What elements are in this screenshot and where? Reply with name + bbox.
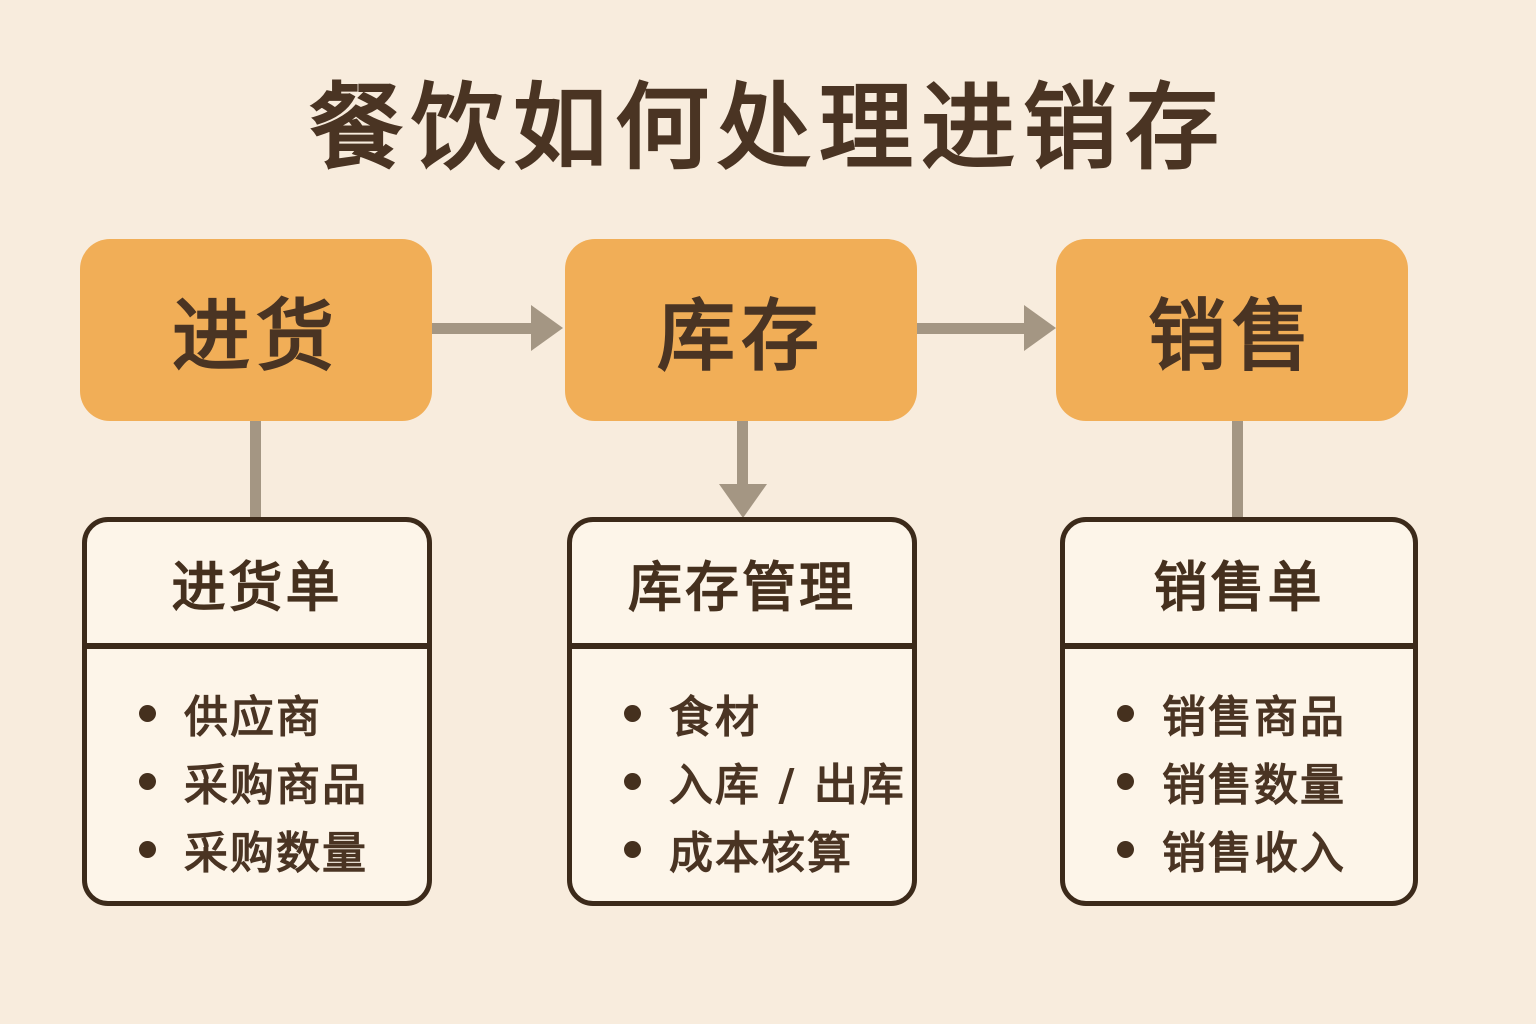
list-item-label: 销售数量 [1162, 760, 1346, 811]
divider [87, 643, 427, 649]
bullet-icon [624, 704, 641, 722]
list-item: 供应商 [139, 679, 427, 747]
flow-node-label: 进货 [171, 292, 340, 382]
arrow-shaft [432, 323, 533, 334]
list-item-label: 供应商 [184, 692, 322, 743]
list-item: 销售收入 [1117, 815, 1413, 883]
list-item: 成本核算 [624, 815, 912, 883]
list-item-label: 入库 / 出库 [669, 760, 906, 811]
card-item-list: 供应商 采购商品 采购数量 [87, 649, 427, 883]
bullet-icon [624, 772, 641, 790]
bullet-icon [1117, 772, 1134, 790]
flow-node-sales: 销售 [1056, 239, 1408, 421]
list-item-label: 销售收入 [1162, 828, 1346, 879]
arrow-right-icon [432, 302, 563, 354]
divider [572, 643, 912, 649]
list-item: 销售数量 [1117, 747, 1413, 815]
list-item: 食材 [624, 679, 912, 747]
list-item-label: 食材 [669, 692, 761, 743]
connector-line [250, 421, 261, 518]
detail-card-inventory-management: 库存管理 食材 入库 / 出库 成本核算 [567, 517, 917, 906]
bullet-icon [139, 840, 156, 858]
arrow-head [531, 305, 563, 351]
divider [1065, 643, 1413, 649]
flow-node-label: 库存 [656, 292, 825, 382]
flow-node-inventory: 库存 [565, 239, 917, 421]
card-title: 进货单 [171, 556, 343, 619]
arrow-shaft [917, 323, 1026, 334]
flow-node-label: 销售 [1147, 292, 1316, 382]
bullet-icon [1117, 840, 1134, 858]
card-title: 销售单 [1153, 556, 1325, 619]
arrow-down-icon [719, 421, 767, 518]
list-item-label: 成本核算 [669, 828, 853, 879]
flow-node-purchase: 进货 [80, 239, 432, 421]
list-item: 入库 / 出库 [624, 747, 912, 815]
arrow-shaft [737, 421, 748, 487]
arrow-right-icon [917, 302, 1056, 354]
list-item-label: 采购商品 [184, 760, 368, 811]
bullet-icon [624, 840, 641, 858]
bullet-icon [139, 772, 156, 790]
list-item: 销售商品 [1117, 679, 1413, 747]
card-title: 库存管理 [628, 556, 856, 619]
page-title: 餐饮如何处理进销存 [308, 74, 1227, 183]
arrow-head [1024, 305, 1056, 351]
detail-card-purchase-order: 进货单 供应商 采购商品 采购数量 [82, 517, 432, 906]
bullet-icon [139, 704, 156, 722]
detail-card-sales-order: 销售单 销售商品 销售数量 销售收入 [1060, 517, 1418, 906]
bullet-icon [1117, 704, 1134, 722]
card-item-list: 销售商品 销售数量 销售收入 [1065, 649, 1413, 883]
list-item: 采购数量 [139, 815, 427, 883]
arrow-head [719, 484, 767, 518]
connector-line [1232, 421, 1243, 518]
list-item-label: 采购数量 [184, 828, 368, 879]
card-item-list: 食材 入库 / 出库 成本核算 [572, 649, 912, 883]
list-item: 采购商品 [139, 747, 427, 815]
list-item-label: 销售商品 [1162, 692, 1346, 743]
